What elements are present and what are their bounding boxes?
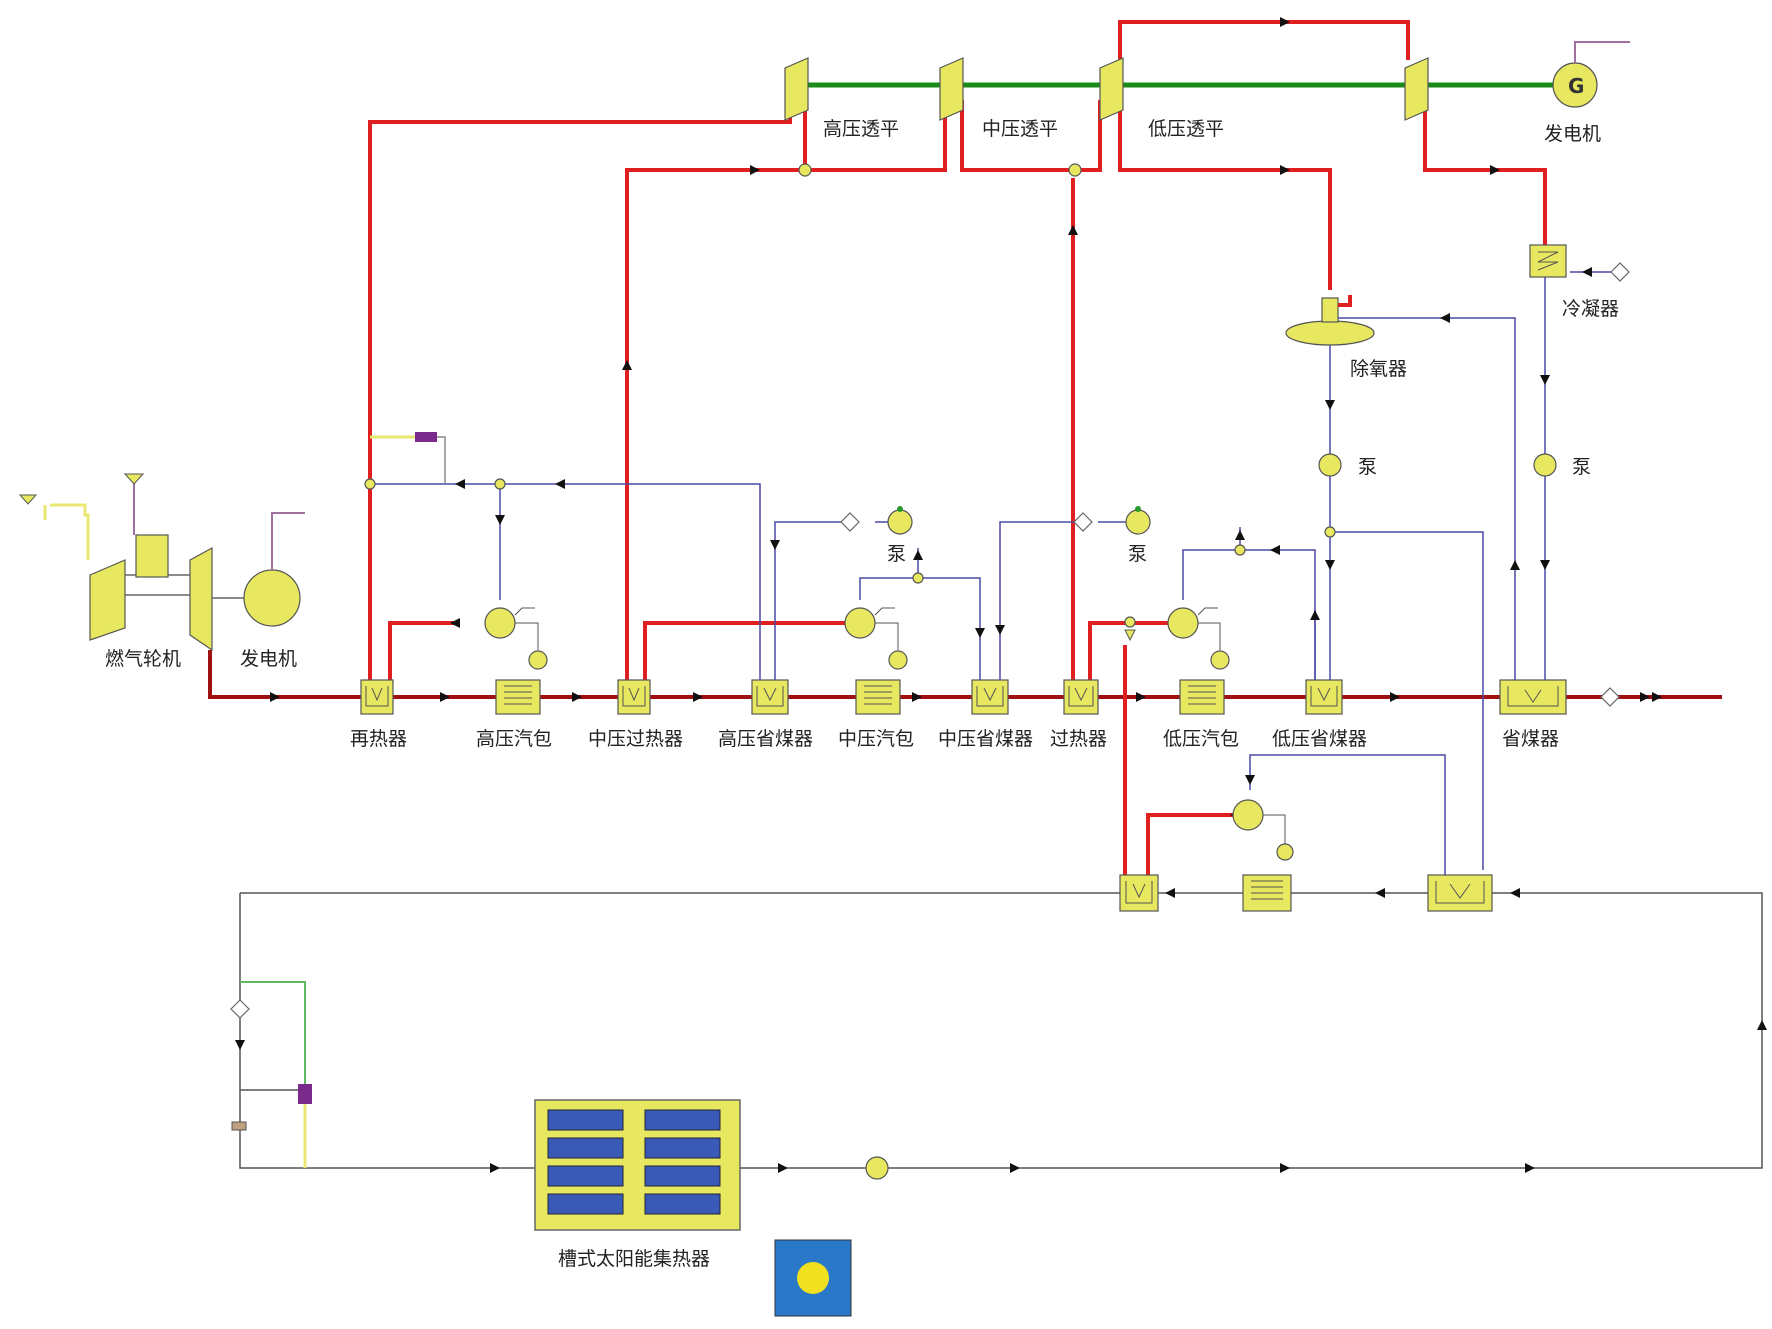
- condenser-icon: [1529, 244, 1567, 278]
- gas-turbine-label: 燃气轮机: [105, 648, 181, 670]
- hp-evaporator-icon: [495, 679, 541, 715]
- gas-turbine: 燃气轮机 发电机: [18, 473, 305, 670]
- sun-icon: [797, 1262, 829, 1294]
- ip-feed-valve-icon: [1073, 512, 1093, 532]
- oil-heater-icon: [298, 1084, 312, 1104]
- ip-economizer-label: 中压省煤器: [938, 728, 1033, 750]
- condenser-label: 冷凝器: [1562, 298, 1619, 320]
- deaerator-icon: [1285, 320, 1375, 346]
- solar-economizer-icon: [1427, 874, 1493, 912]
- final-turbine-icon: [1404, 57, 1429, 121]
- hp-economizer-icon: [751, 679, 789, 715]
- lp-evaporator-icon: [1179, 679, 1225, 715]
- lp-drum-label: 低压汽包: [1163, 728, 1239, 750]
- pump-3-label: 泵: [1358, 456, 1377, 478]
- gt-generator-icon: [243, 569, 301, 627]
- superheater-label: 过热器: [1050, 728, 1107, 750]
- ip-pump-icon: [888, 650, 908, 670]
- ip-economizer-icon: [971, 679, 1009, 715]
- reheater-label: 再热器: [350, 728, 407, 750]
- misc-controls: [364, 432, 1336, 556]
- gt-generator-label: 发电机: [240, 648, 297, 670]
- hp-drum-label: 高压汽包: [476, 728, 552, 750]
- ip-drum-icon: [844, 607, 876, 639]
- solar-field: 槽式太阳能集热器: [231, 1084, 889, 1317]
- hrsg-equipment: 再热器 高压汽包 中压过热器 高压省煤器 泵 中压汽包 中压省煤器: [350, 506, 1567, 750]
- lp-turbine-icon: [1099, 57, 1124, 121]
- economizer-label: 省煤器: [1502, 728, 1559, 750]
- lp-economizer-label: 低压省煤器: [1272, 728, 1367, 750]
- solar-heat-exchangers: [1119, 799, 1493, 912]
- hp-feed-valve-icon: [840, 512, 860, 532]
- economizer-icon: [1499, 679, 1567, 715]
- hp-turbine-icon: [784, 57, 809, 121]
- deaerator-label: 除氧器: [1350, 358, 1407, 380]
- ip-evaporator-icon: [855, 679, 901, 715]
- steam-lines: [368, 17, 1547, 893]
- flue-gas-line: [208, 650, 1722, 707]
- ip-turbine-icon: [939, 57, 964, 121]
- condensate-system: 冷凝器 除氧器 泵 泵: [1285, 244, 1619, 478]
- compressor-icon: [89, 559, 126, 641]
- hp-economizer-label: 高压省煤器: [718, 728, 813, 750]
- generator-symbol: G: [1568, 74, 1584, 98]
- pump-2-label: 泵: [1128, 543, 1147, 565]
- st-generator-label: 发电机: [1544, 123, 1601, 145]
- combustor-icon: [135, 534, 169, 578]
- gas-exit-valve-icon: [1600, 687, 1620, 707]
- turbine-icon: [189, 546, 213, 652]
- lp-economizer-icon: [1305, 679, 1343, 715]
- ip-turbine-label: 中压透平: [982, 118, 1058, 140]
- solar-panel-icon: [644, 1165, 721, 1187]
- superheater-icon: [1063, 679, 1099, 715]
- ip-superheater-label: 中压过热器: [588, 728, 683, 750]
- solar-drum-icon: [1232, 799, 1264, 831]
- solar-panel-icon: [547, 1137, 624, 1159]
- pump-4-label: 泵: [1572, 456, 1591, 478]
- solar-panel-icon: [547, 1109, 624, 1131]
- solar-panel-icon: [547, 1165, 624, 1187]
- lp-turbine-label: 低压透平: [1148, 118, 1224, 140]
- lp-drum-icon: [1167, 607, 1199, 639]
- steam-turbines: 高压透平 中压透平 低压透平 G 发电机: [784, 41, 1630, 177]
- pump-1-label: 泵: [887, 543, 906, 565]
- cooling-water-valve-icon: [1610, 262, 1630, 282]
- water-lines: [370, 262, 1630, 893]
- pump-4-icon: [1533, 453, 1557, 477]
- hp-drum-icon: [484, 607, 516, 639]
- pump-1-icon: [887, 509, 913, 535]
- solar-panel-icon: [644, 1193, 721, 1215]
- oil-loop-valve-icon: [230, 999, 250, 1019]
- ip-drum-label: 中压汽包: [838, 728, 914, 750]
- lp-pump-icon: [1210, 650, 1230, 670]
- hp-turbine-label: 高压透平: [823, 118, 899, 140]
- solar-field-label: 槽式太阳能集热器: [558, 1248, 710, 1270]
- solar-panel-icon: [644, 1109, 721, 1131]
- pump-3-icon: [1318, 453, 1342, 477]
- control-block-icon: [415, 432, 437, 442]
- oil-sensor-icon: [231, 1121, 247, 1131]
- solar-panel-icon: [547, 1193, 624, 1215]
- hp-pump-icon: [528, 650, 548, 670]
- solar-panel-icon: [644, 1137, 721, 1159]
- pump-2-icon: [1125, 509, 1151, 535]
- solar-oil-loop: [230, 888, 1767, 1173]
- oil-pump-icon: [865, 1156, 889, 1180]
